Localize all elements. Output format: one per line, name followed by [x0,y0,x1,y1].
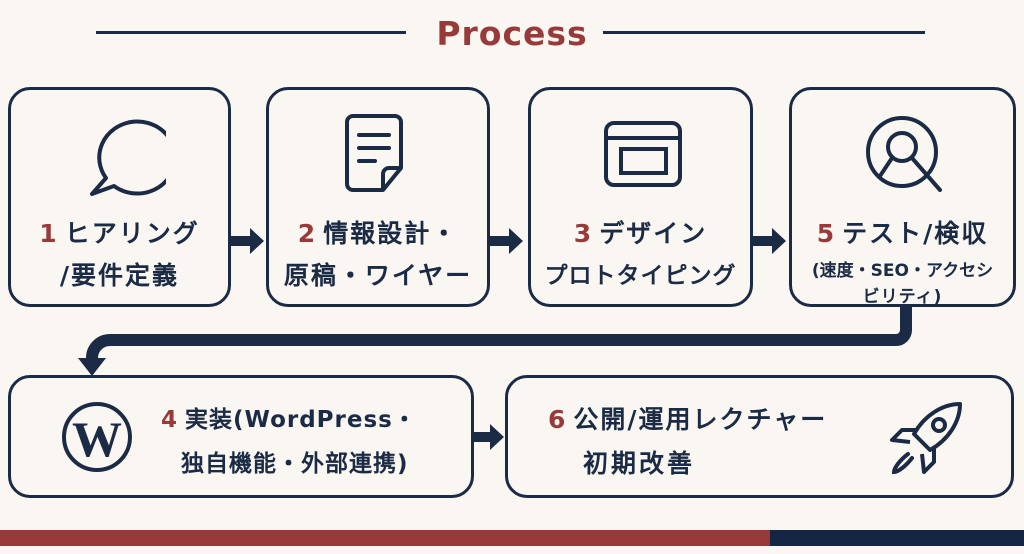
step-title: 情報設計・ [323,219,459,248]
step-subtitle-cont: ビリティ) [862,287,943,307]
rocket-icon [886,398,966,478]
search-user-icon [864,114,948,198]
step-title: 公開/運用レクチャー [573,405,828,434]
document-icon [339,112,415,196]
step-number: 3 [573,219,592,248]
step-title: デザイン [599,219,708,248]
step-title: 実装(WordPress・ [185,407,417,433]
svg-text:W: W [72,411,122,467]
step-number: 2 [297,219,316,248]
step-title: テスト/検収 [842,219,989,248]
step-number: 1 [39,219,57,248]
connector-arrow-icon [0,300,1024,384]
step-subtitle: 初期改善 [583,449,696,478]
arrow-right-icon [752,226,788,260]
browser-window-icon [603,120,683,190]
step-title: ヒアリング [64,219,200,248]
step-subtitle: 独自機能・外部連携) [181,451,409,477]
step-number: 4 [161,407,178,433]
speech-bubble-icon [76,112,166,202]
step-number: 6 [548,405,566,434]
arrow-right-icon [472,422,506,456]
step-card-4: W 4 実装(WordPress・ 独自機能・外部連携) [8,375,474,498]
wordpress-icon: W [61,401,133,473]
page-title: Process [436,14,588,53]
title-line-left [96,31,406,34]
arrow-right-icon [230,226,266,260]
step-subtitle: プロトタイピング [544,263,737,289]
footer-bar-navy [770,530,1024,546]
step-subtitle: /要件定義 [59,261,180,290]
footer-bar-accent [0,530,770,546]
step-subtitle: (速度・SEO・アクセシ [811,261,994,281]
step-number: 5 [816,219,835,248]
title-line-right [603,31,925,34]
arrow-right-icon [489,226,525,260]
step-subtitle: 原稿・ワイヤー [283,261,473,290]
